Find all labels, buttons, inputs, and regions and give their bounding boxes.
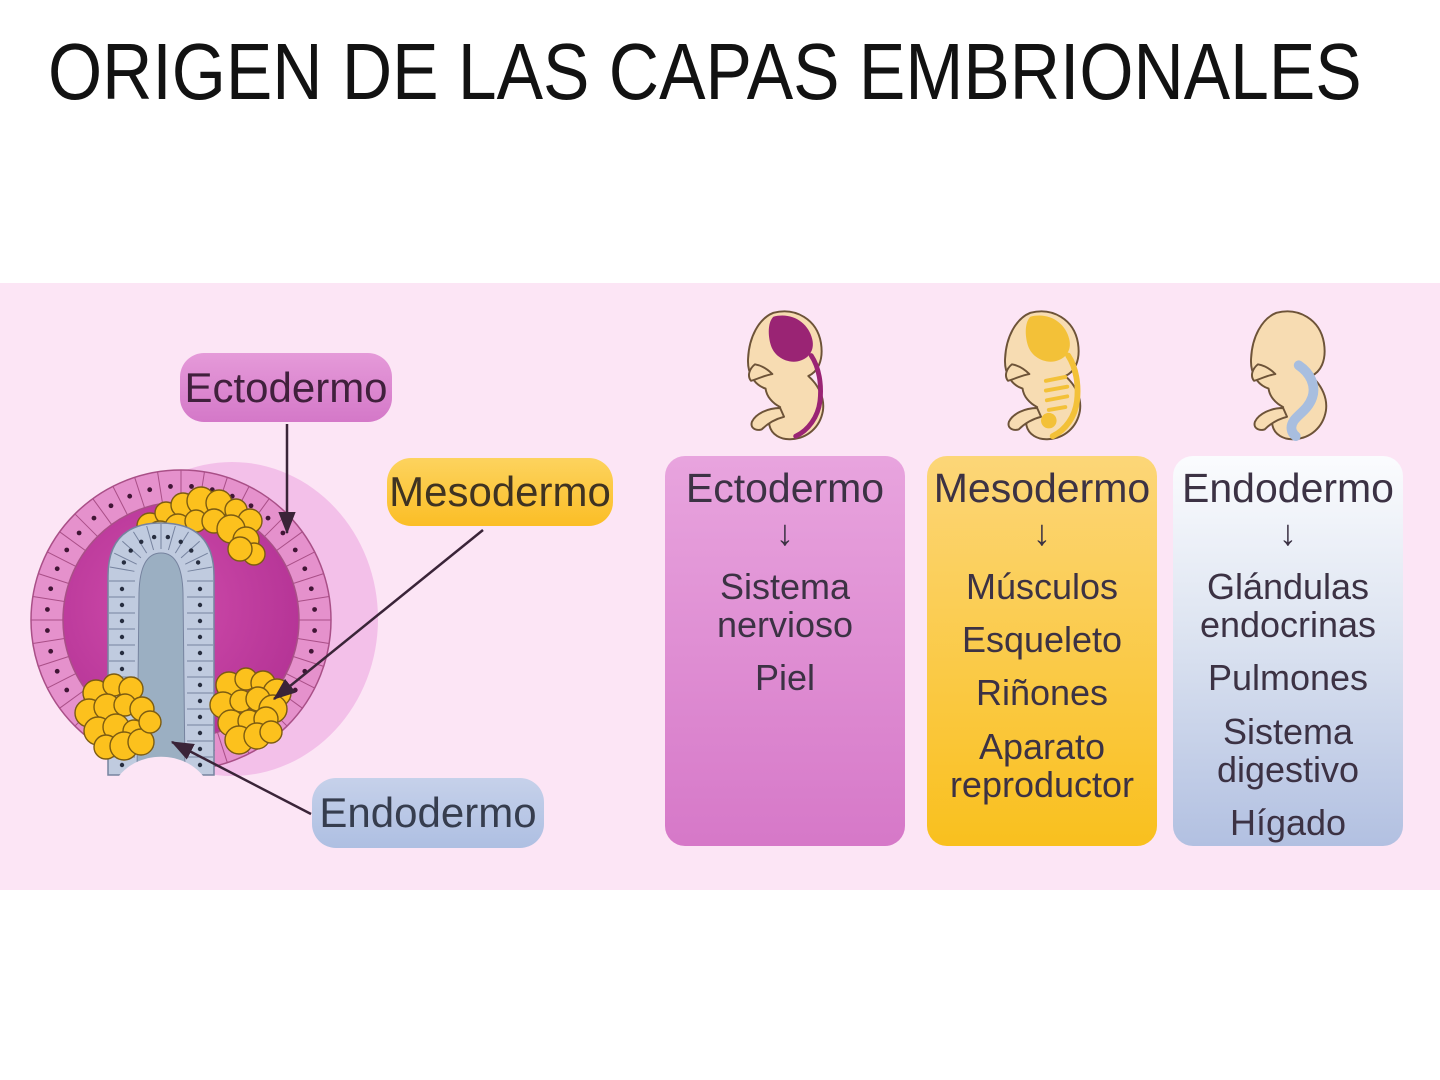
blastopore-notch <box>116 756 206 797</box>
endodermo-arrow <box>170 740 312 816</box>
organ-item: Aparato reproductor <box>949 725 1135 805</box>
card-title-ectodermo: Ectodermo <box>685 465 885 511</box>
mesodermo-arrow <box>273 529 484 700</box>
organ-item: Sistema digestivo <box>1216 710 1360 790</box>
card-title-endodermo: Endodermo <box>1182 465 1394 511</box>
mesodermo-card: Mesodermo ↓ Músculos Esqueleto Riñones A… <box>927 456 1157 846</box>
organ-item: Piel <box>754 657 816 699</box>
organ-item: Músculos <box>965 566 1119 608</box>
label-arrows <box>170 424 484 816</box>
ectodermo-card: Ectodermo ↓ Sistema nervioso Piel <box>665 456 905 846</box>
card-title-mesodermo: Mesodermo <box>933 465 1151 511</box>
endoderm-cells <box>109 524 213 758</box>
diagram-band: Ectodermo Mesodermo Endodermo Ectodermo <box>0 283 1440 890</box>
endodermo-card: Endodermo ↓ Glándulas endocrinas Pulmone… <box>1173 456 1403 846</box>
organ-item: Esqueleto <box>961 619 1123 661</box>
fetus-nervous-system-icon <box>747 310 825 441</box>
fetus-skeleton-icon <box>1004 310 1082 441</box>
down-arrow-icon: ↓ <box>1033 512 1051 554</box>
gastrula-diagram <box>30 462 378 797</box>
page-title: ORIGEN DE LAS CAPAS EMBRIONALES <box>48 27 1362 116</box>
organ-item: Sistema nervioso <box>716 566 854 646</box>
organ-item: Riñones <box>975 672 1109 714</box>
down-arrow-icon: ↓ <box>1279 512 1297 554</box>
gastrula-svg <box>30 424 484 816</box>
label-mesodermo: Mesodermo <box>387 458 613 526</box>
label-ectodermo: Ectodermo <box>180 353 392 422</box>
organ-item: Hígado <box>1229 801 1347 843</box>
down-arrow-icon: ↓ <box>776 512 794 554</box>
mesoderm-cells-bottom-left <box>74 673 162 761</box>
organ-item: Pulmones <box>1207 657 1369 699</box>
fetus-gut-icon <box>1250 310 1328 442</box>
label-endodermo: Endodermo <box>312 778 544 848</box>
organ-item: Glándulas endocrinas <box>1199 566 1377 646</box>
